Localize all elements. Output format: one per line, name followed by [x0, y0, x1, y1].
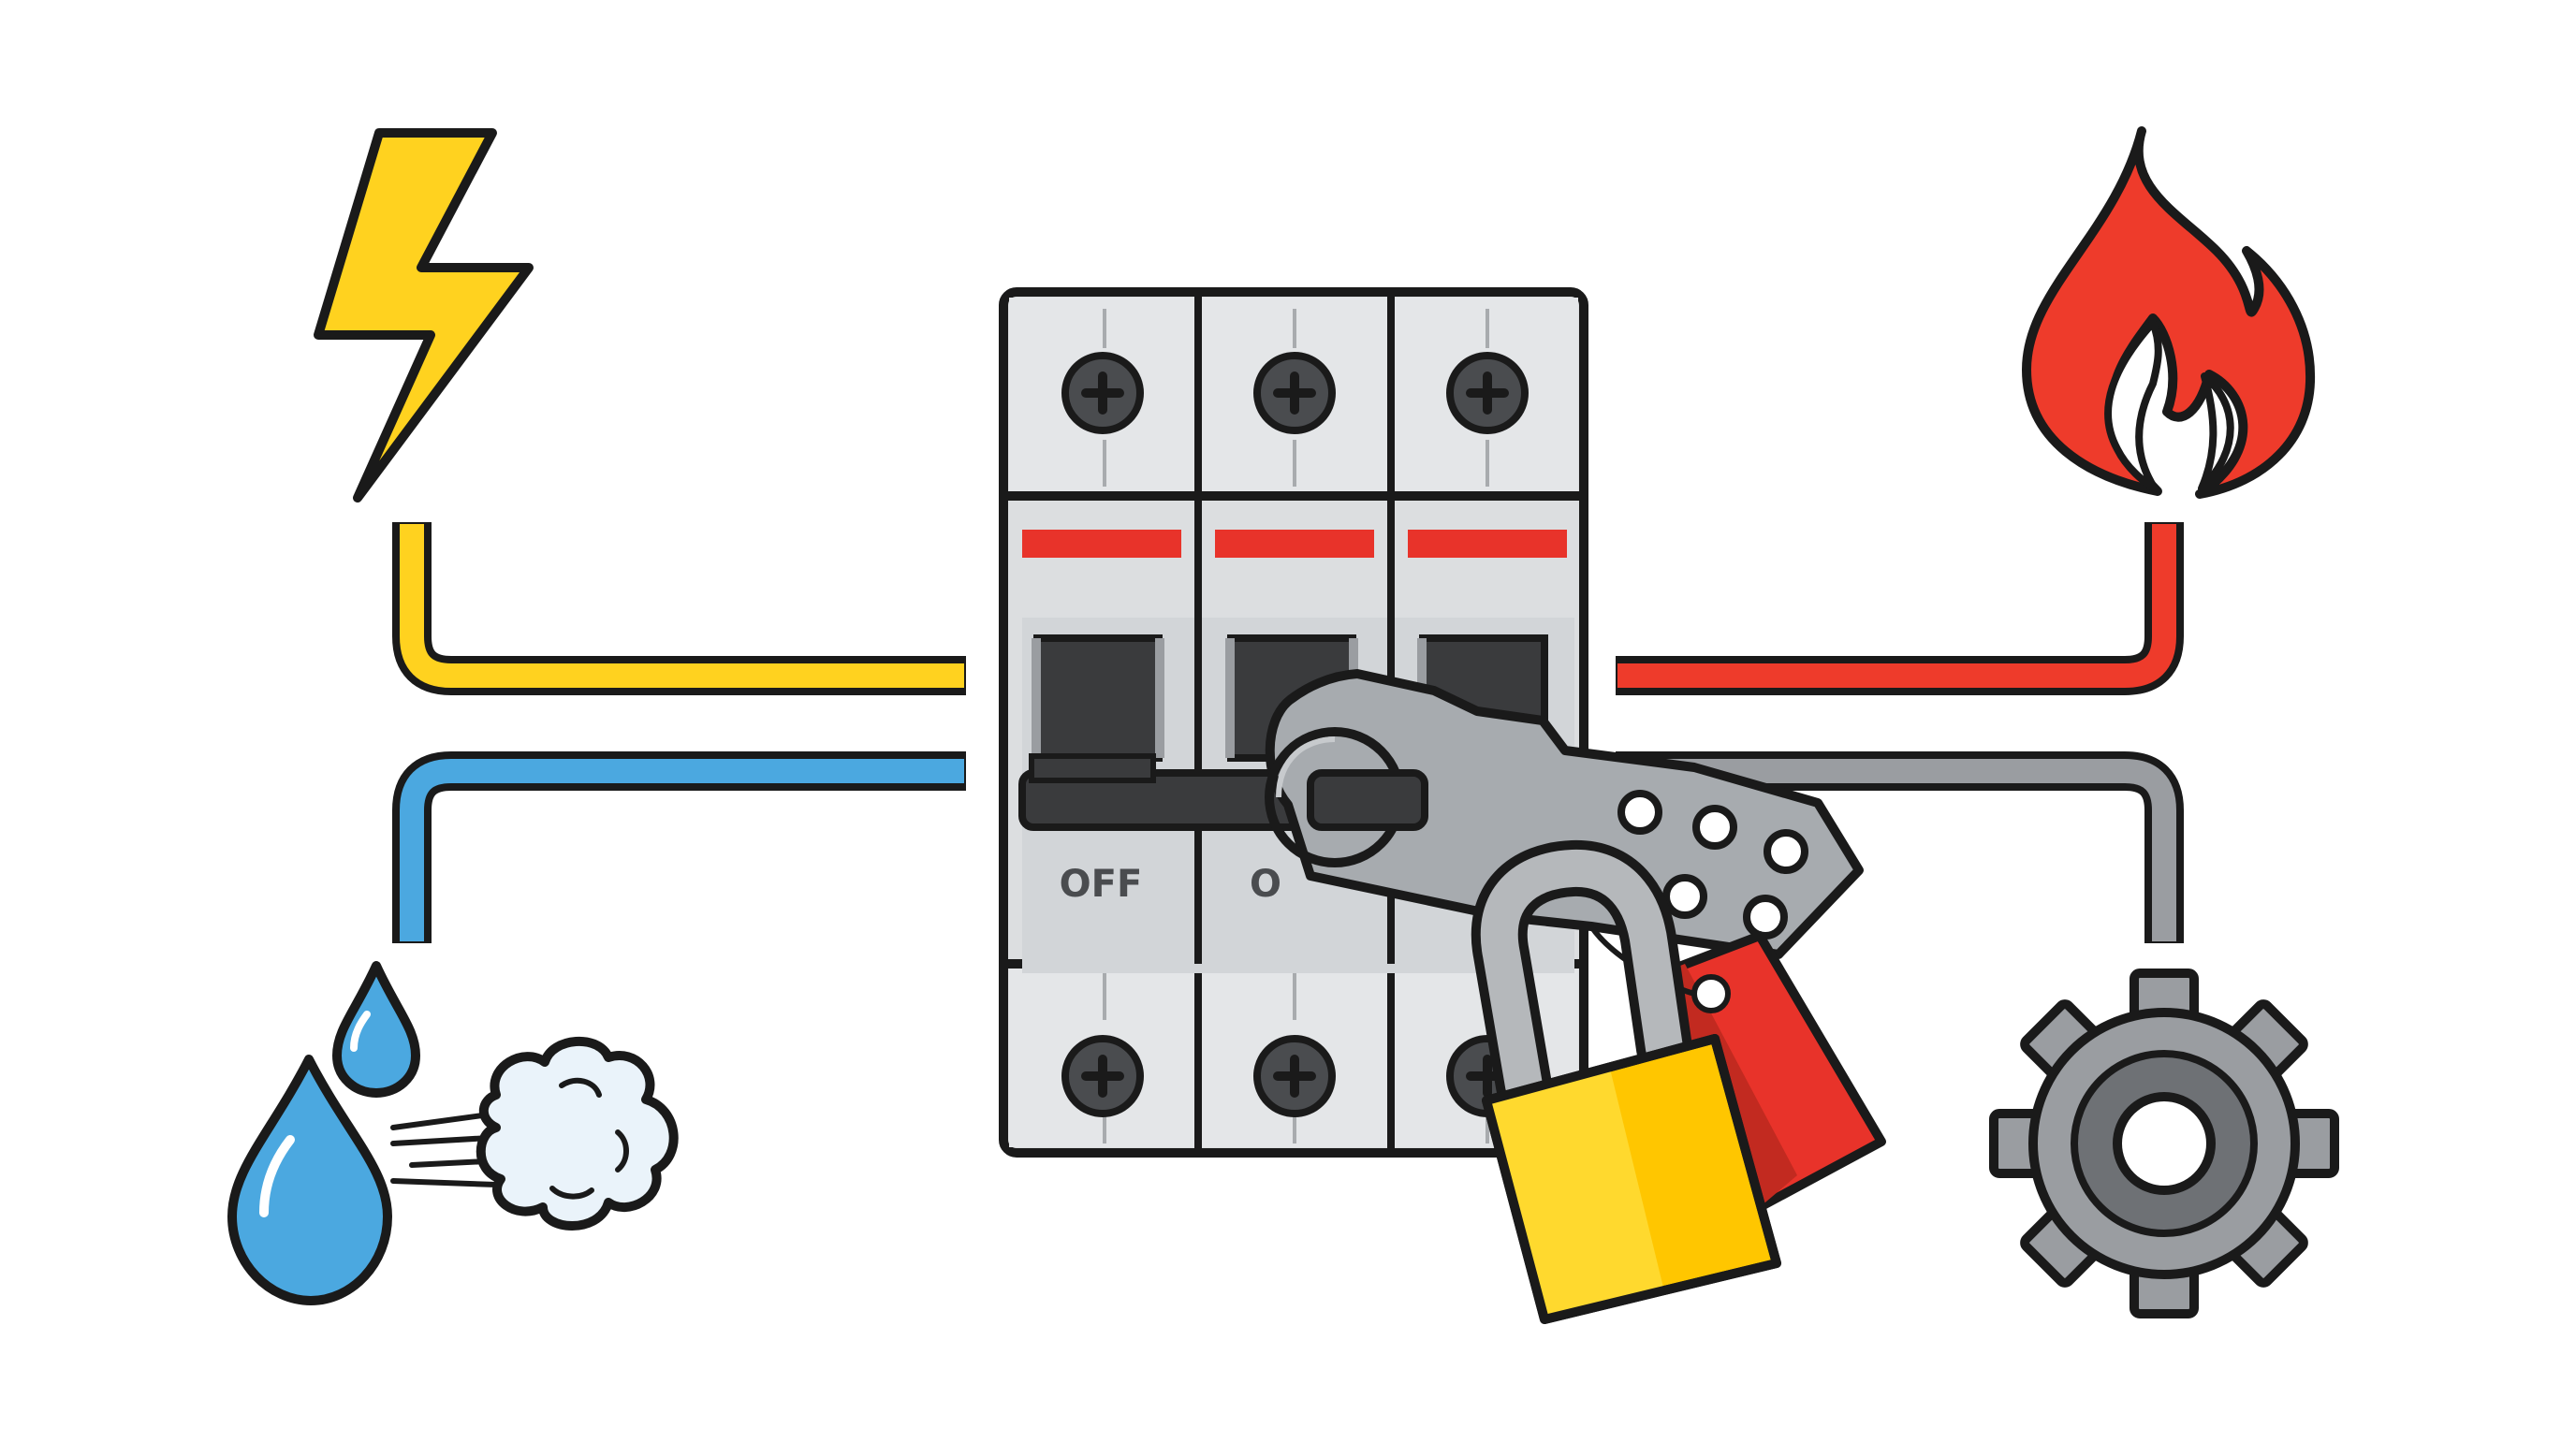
padlock-icon: [1471, 840, 1781, 1324]
terminal-screw-icon: [1061, 1035, 1144, 1117]
pole-indicator: [1408, 530, 1567, 558]
terminal-screw-icon: [1446, 352, 1529, 434]
water-drop-small-icon: [332, 961, 420, 1098]
hydraulic-energy-line: [392, 751, 966, 943]
thermal-energy-line: [1616, 522, 2184, 695]
terminal-screw-icon: [1253, 1035, 1336, 1117]
electrical-energy-line: [392, 522, 966, 695]
lockout-hasp-icon: [1265, 669, 1864, 959]
air-pressure-icon: [390, 1036, 679, 1231]
terminal-screw-icon: [1253, 352, 1336, 434]
terminal-screw-icon: [1061, 352, 1144, 434]
off-label-partial: O: [1250, 863, 1281, 906]
pole-indicator: [1022, 530, 1181, 558]
water-drop-large-icon: [227, 1055, 392, 1305]
mechanical-energy-line: [1616, 751, 2184, 943]
pole-indicator: [1215, 530, 1374, 558]
gear-icon: [1989, 969, 2339, 1318]
breaker-toggle-slot: [1032, 634, 1548, 762]
lightning-bolt-icon: [314, 128, 534, 503]
off-label: OFF: [1060, 863, 1143, 906]
flame-icon: [2022, 126, 2316, 499]
